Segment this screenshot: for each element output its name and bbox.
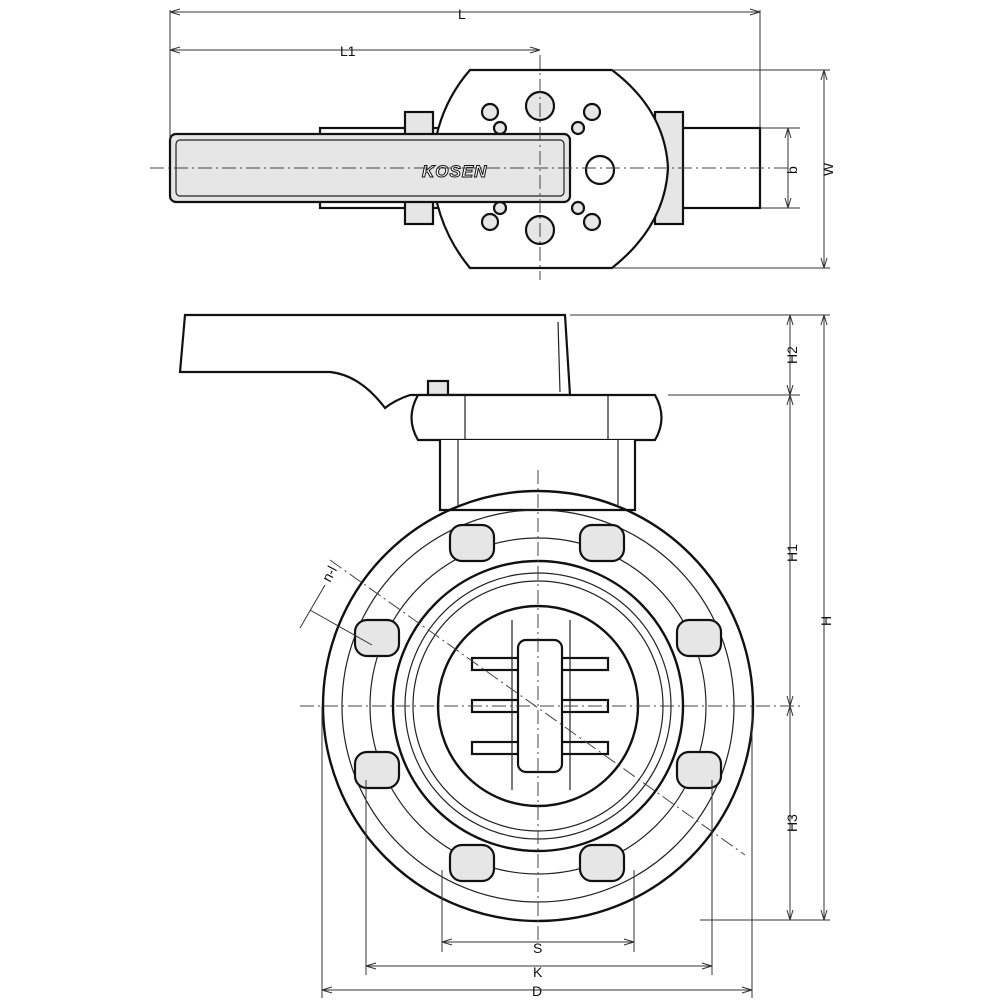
bolt-slot — [675, 750, 723, 790]
dim-L1-label: L1 — [340, 43, 356, 59]
plate-hole — [480, 102, 500, 122]
dim-arrows — [820, 69, 828, 269]
dim-arrows — [169, 8, 761, 16]
bolt-slot — [448, 843, 496, 883]
dim-arrows — [365, 962, 713, 970]
plate-hole — [480, 212, 500, 232]
plate-hole — [582, 212, 602, 232]
dim-H3-label: H3 — [784, 814, 800, 832]
dim-nl-label: n-l — [319, 563, 340, 584]
valve-disc — [470, 620, 610, 790]
front-view-handle — [178, 313, 572, 410]
plate-hole — [582, 102, 602, 122]
dim-arrows — [786, 705, 794, 921]
bolt-slot — [448, 523, 496, 563]
top-view: KOSEN L L1 b W — [150, 6, 836, 280]
dim-nl-leader — [299, 584, 326, 629]
handle-edge — [557, 321, 561, 393]
dim-K-label: K — [533, 964, 543, 980]
dim-L-label: L — [458, 6, 466, 22]
dim-arrows — [321, 986, 753, 994]
bolt-angle-line — [329, 559, 746, 856]
bolt-slot — [353, 750, 401, 790]
dim-arrows — [820, 314, 828, 921]
front-view: n-l H2 H1 H3 H S K D — [178, 313, 834, 999]
stem-hole — [584, 154, 616, 186]
dim-arrows — [784, 127, 792, 209]
brand-logo: KOSEN — [422, 162, 487, 181]
dim-H-label: H — [818, 616, 834, 626]
dim-arrows — [786, 314, 794, 396]
bolt-slot — [353, 618, 401, 658]
dim-b-label: b — [784, 166, 800, 174]
dim-W-label: W — [820, 162, 836, 176]
bolt-slot — [578, 523, 626, 563]
bolt-slot — [578, 843, 626, 883]
dim-arrows — [786, 394, 794, 707]
dim-H2-label: H2 — [784, 346, 800, 364]
plate-hole — [570, 200, 586, 216]
dim-H1-label: H1 — [784, 544, 800, 562]
lock-block — [426, 379, 450, 397]
dim-arrows — [441, 938, 635, 946]
front-view-top-flange — [410, 393, 663, 442]
bolt-slots — [353, 523, 723, 883]
plate-hole — [492, 120, 508, 136]
plate-hole — [570, 120, 586, 136]
plate-hole — [492, 200, 508, 216]
dim-S-label: S — [533, 940, 542, 956]
dim-D-label: D — [532, 983, 542, 999]
dim-arrows — [169, 46, 541, 54]
dim-nl-leader — [309, 609, 373, 646]
bolt-slot — [675, 618, 723, 658]
